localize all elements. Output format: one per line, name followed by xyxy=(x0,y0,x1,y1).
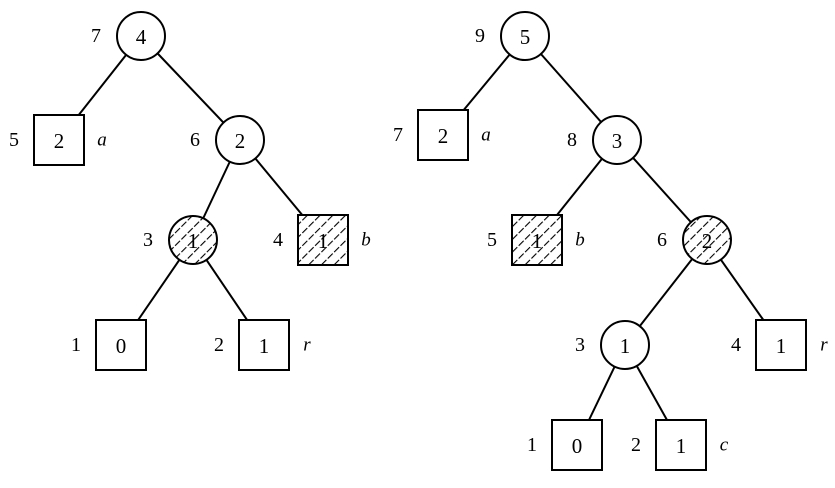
left-tree-node: 47 xyxy=(91,11,166,61)
left-tree-node: 1 4 b xyxy=(273,214,371,266)
node-number: 6 xyxy=(657,229,667,251)
left-tree-node: 13 xyxy=(143,215,218,265)
circle-node xyxy=(592,115,642,165)
node-value: 1 xyxy=(259,334,270,358)
node-symbol-label: c xyxy=(720,435,729,456)
node-value: 2 xyxy=(438,124,449,148)
square-node xyxy=(238,319,290,371)
circle-node xyxy=(500,11,550,61)
node-value: 2 xyxy=(235,129,246,153)
square-node xyxy=(755,319,807,371)
square-node xyxy=(33,114,85,166)
right-tree-node: 1 4 r xyxy=(731,319,828,371)
node-value: 1 xyxy=(318,229,329,253)
hatched-square-node xyxy=(511,214,563,266)
node-value: 4 xyxy=(136,25,147,49)
hatched-circle-node xyxy=(682,215,732,265)
node-number: 3 xyxy=(575,334,585,356)
right-tree-node: 38 xyxy=(567,115,642,165)
node-number: 6 xyxy=(190,129,200,151)
node-number: 9 xyxy=(475,25,485,47)
node-number: 1 xyxy=(71,334,81,356)
right-tree-node: 1 2 c xyxy=(631,419,729,471)
node-symbol-label: a xyxy=(97,130,107,151)
left-tree-node: 1 2 r xyxy=(214,319,311,371)
right-tree-node: 1 5 b xyxy=(487,214,585,266)
node-value: 0 xyxy=(572,434,583,458)
node-symbol-label: r xyxy=(303,335,311,356)
node-number: 2 xyxy=(214,334,224,356)
node-value: 1 xyxy=(676,434,687,458)
node-number: 1 xyxy=(527,434,537,456)
edges-layer xyxy=(58,35,782,446)
node-number: 8 xyxy=(567,129,577,151)
node-value: 2 xyxy=(702,229,713,253)
node-number: 4 xyxy=(273,229,283,251)
right-tree-node: 26 xyxy=(657,215,732,265)
node-value: 2 xyxy=(54,129,65,153)
node-number: 5 xyxy=(9,129,19,151)
left-tree-node: 01 xyxy=(71,319,147,371)
right-tree-node: 01 xyxy=(527,419,603,471)
node-number: 5 xyxy=(487,229,497,251)
square-node xyxy=(551,419,603,471)
right-tree-node: 2 7 a xyxy=(393,109,491,161)
circle-node xyxy=(600,320,650,370)
node-value: 1 xyxy=(188,229,199,253)
hatched-square-node xyxy=(297,214,349,266)
node-number: 4 xyxy=(731,334,741,356)
node-number: 7 xyxy=(91,25,101,47)
square-node xyxy=(417,109,469,161)
node-symbol-label: b xyxy=(575,230,585,251)
node-value: 5 xyxy=(520,25,531,49)
right-tree-node: 13 xyxy=(575,320,650,370)
node-symbol-label: b xyxy=(361,230,371,251)
node-value: 3 xyxy=(612,129,623,153)
node-value: 1 xyxy=(776,334,787,358)
square-node xyxy=(95,319,147,371)
left-tree-node: 26 xyxy=(190,115,265,165)
right-tree-node: 59 xyxy=(475,11,550,61)
hatched-circle-node xyxy=(168,215,218,265)
node-number: 3 xyxy=(143,229,153,251)
square-node xyxy=(655,419,707,471)
node-number: 7 xyxy=(393,124,403,146)
circle-node xyxy=(116,11,166,61)
node-number: 2 xyxy=(631,434,641,456)
node-value: 1 xyxy=(620,334,631,358)
left-tree-node: 2 5 a xyxy=(9,114,107,166)
node-value: 1 xyxy=(532,229,543,253)
circle-node xyxy=(215,115,265,165)
node-value: 0 xyxy=(116,334,127,358)
node-symbol-label: r xyxy=(820,335,828,356)
node-symbol-label: a xyxy=(481,125,491,146)
